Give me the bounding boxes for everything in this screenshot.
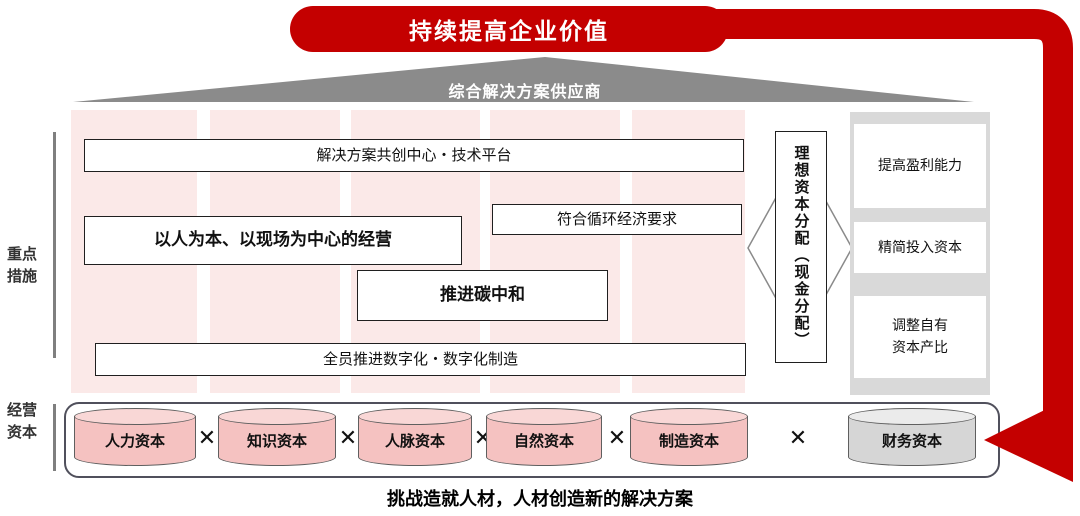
capital-allocation-box: 理想资本分配（现金分配） — [775, 131, 827, 363]
multiply-icon: ✕ — [338, 425, 358, 450]
measure-box-carbon-neutral: 推进碳中和 — [357, 270, 608, 321]
cylinder-top — [218, 408, 336, 425]
measures-divider-line — [53, 132, 56, 358]
cylinder-label: 财务资本 — [881, 433, 942, 450]
multiply-icon: ✕ — [197, 425, 217, 450]
outcome-box-equity-ratio-label: 调整自有资本产比 — [892, 317, 948, 355]
cylinder-label: 自然资本 — [513, 433, 574, 450]
cylinder-top — [358, 408, 472, 425]
cylinder-label: 人力资本 — [104, 433, 165, 450]
cylinder-human-capital: 人力资本 — [74, 408, 196, 466]
outcome-box-invested-capital: 精简投入资本 — [854, 222, 986, 273]
cylinder-body — [486, 416, 602, 466]
cylinder-manufacturing-capital: 制造资本 — [630, 408, 748, 466]
side-label-key-measures: 重点措施 — [7, 246, 38, 285]
cylinder-natural-capital: 自然资本 — [486, 408, 602, 466]
multiply-icon: ✕ — [607, 425, 627, 450]
title-banner: 持续提高企业价值 — [290, 6, 728, 52]
cylinder-knowledge-capital: 知识资本 — [218, 408, 336, 466]
roof-label: 综合解决方案供应商 — [448, 84, 602, 101]
outcome-box-equity-ratio: 调整自有资本产比 — [854, 296, 986, 378]
cylinder-label: 人脉资本 — [384, 433, 445, 450]
multiply-icon: ✕ — [788, 425, 808, 450]
bottom-caption: 挑战造就人材，人材创造新的解决方案 — [387, 489, 693, 509]
cylinder-label: 知识资本 — [246, 433, 307, 450]
cylinder-network-capital: 人脉资本 — [358, 408, 472, 466]
cylinder-label: 制造资本 — [658, 433, 719, 450]
measure-box-circular-economy: 符合循环经济要求 — [492, 204, 742, 235]
measure-box-people: 以人为本、以现场为中心的经营 — [84, 216, 462, 265]
cylinder-top — [486, 408, 602, 425]
cylinder-top — [848, 408, 976, 425]
measure-box-platform: 解决方案共创中心・技术平台 — [84, 139, 744, 172]
cylinder-top — [74, 408, 196, 425]
cylinder-financial-capital: 财务资本 — [848, 408, 976, 466]
capital-divider-line — [53, 404, 56, 471]
side-label-operating-capital: 经营资本 — [7, 402, 38, 441]
measure-box-digitalization: 全员推进数字化・数字化制造 — [95, 343, 746, 376]
cylinder-top — [630, 408, 748, 425]
outcome-box-profitability: 提高盈利能力 — [854, 124, 986, 208]
